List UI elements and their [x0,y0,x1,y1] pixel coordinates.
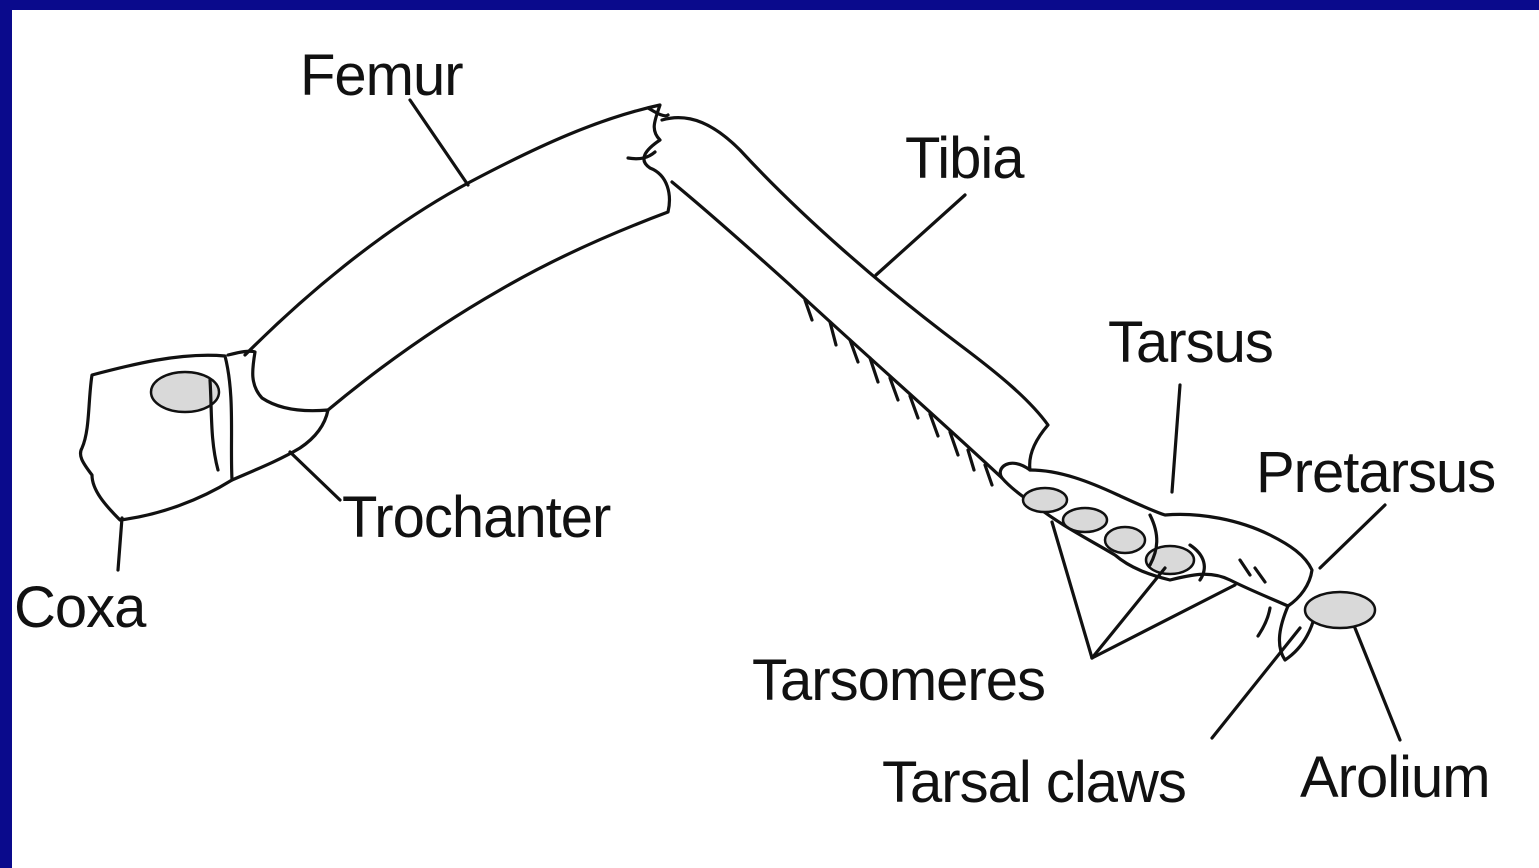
label-trochanter: Trochanter [342,485,611,550]
tibial-spines [805,300,992,485]
label-pretarsus: Pretarsus [1256,440,1495,505]
tarsomeres-leader-2 [1092,568,1165,658]
coxa-leader [118,518,122,570]
tarsomeres-leader-3 [1092,585,1235,658]
tarsomere-1 [1023,488,1067,512]
arolium-leader [1355,628,1400,740]
tarsus-leader [1172,385,1180,492]
tarsal-claws-leader [1212,628,1300,738]
arolium-pad [1305,592,1375,628]
tarsomere-2 [1063,508,1107,532]
coxa-patch [151,372,219,412]
label-tarsal-claws: Tarsal claws [882,750,1186,815]
label-tarsomeres: Tarsomeres [752,648,1045,713]
pretarsus-leader [1320,505,1385,568]
trochanter-segment [228,351,328,480]
femur-leader [410,100,468,185]
tarsomere-3 [1105,527,1145,553]
trochanter-leader [290,452,340,500]
label-tarsus: Tarsus [1108,310,1273,375]
femur-segment [245,105,669,410]
label-femur: Femur [300,43,463,108]
tarsal-claw-2 [1258,608,1270,636]
tibia-leader [876,195,965,275]
tarsomeres-leader-1 [1052,522,1092,658]
label-arolium: Arolium [1300,745,1490,810]
label-tibia: Tibia [905,126,1025,191]
label-coxa: Coxa [14,575,147,640]
